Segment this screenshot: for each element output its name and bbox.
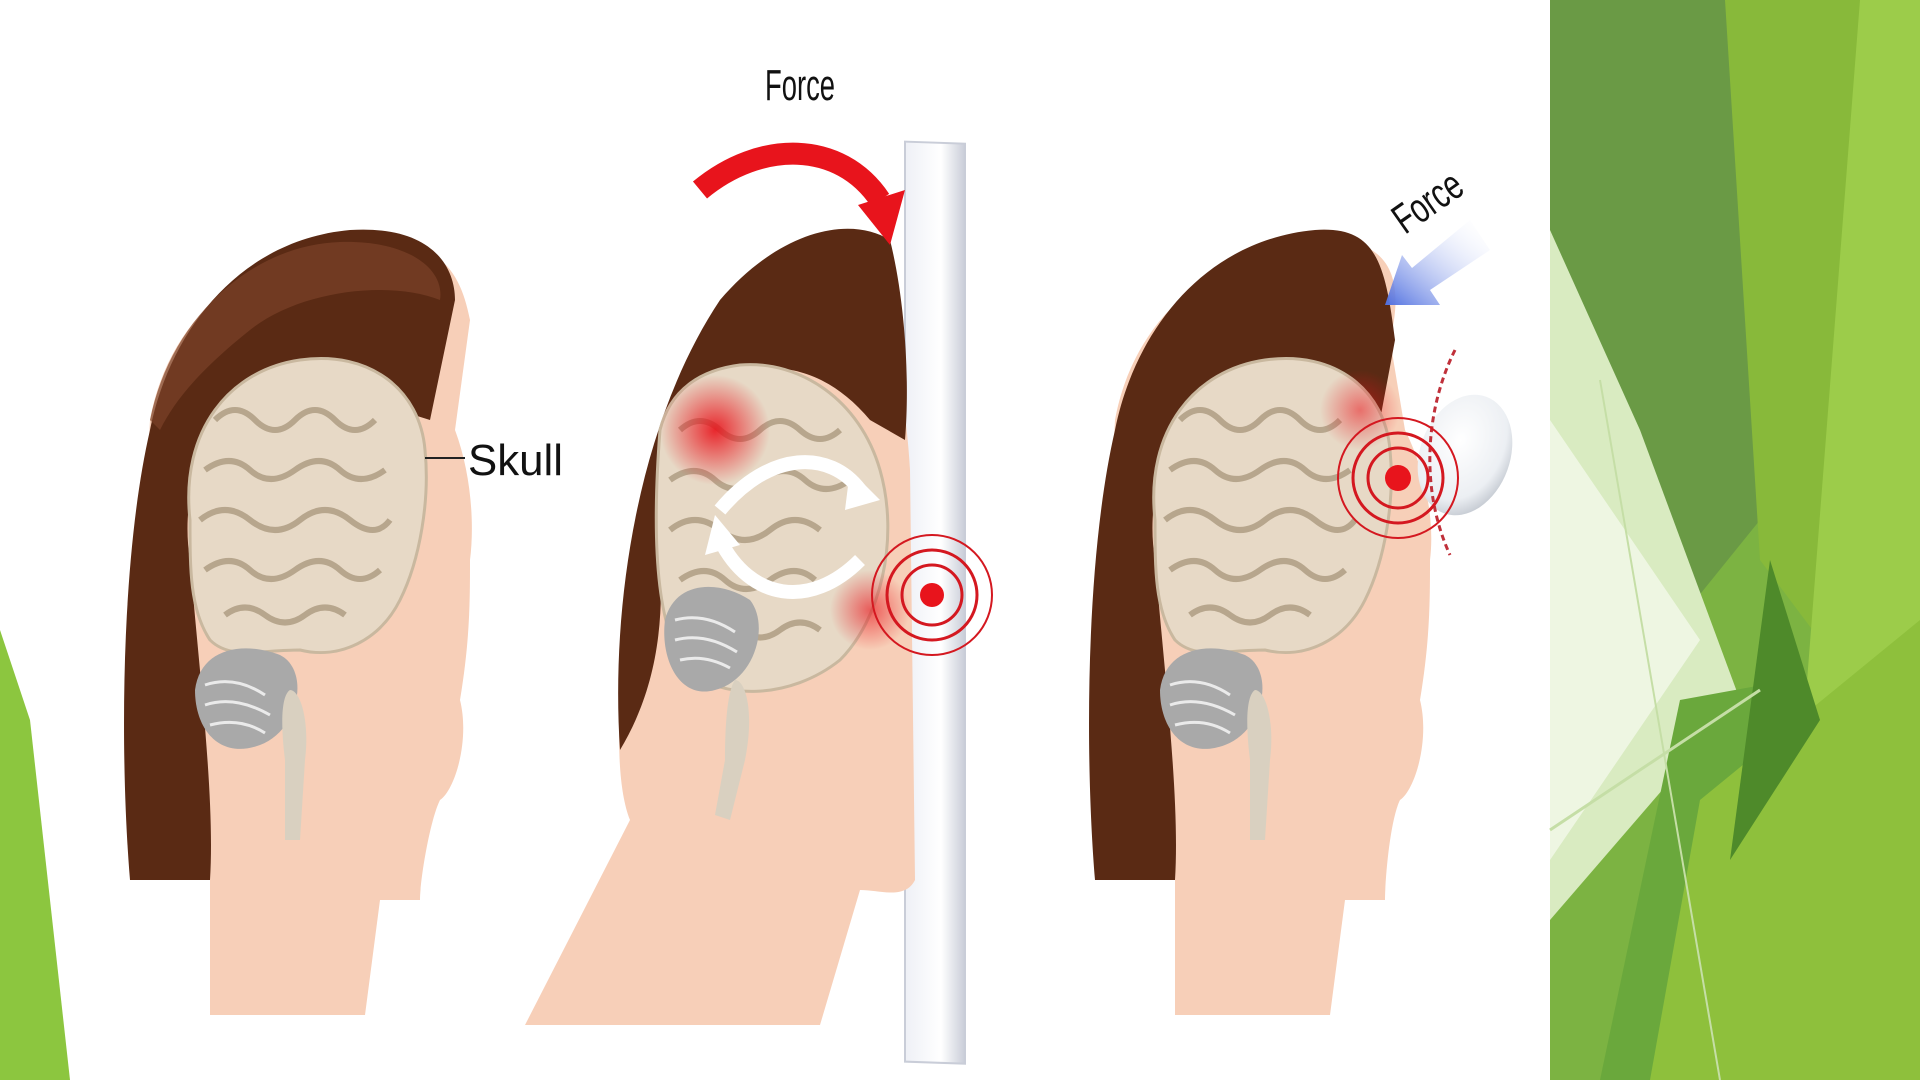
green-left-sliver bbox=[0, 630, 70, 1080]
head-panel-3 bbox=[1089, 220, 1528, 1015]
green-decor-panel bbox=[1550, 0, 1920, 1080]
force-label-1: Force bbox=[765, 61, 835, 110]
head-panel-1 bbox=[124, 230, 472, 1015]
head-panel-2 bbox=[525, 142, 992, 1064]
skull-label: Skull bbox=[468, 436, 563, 485]
